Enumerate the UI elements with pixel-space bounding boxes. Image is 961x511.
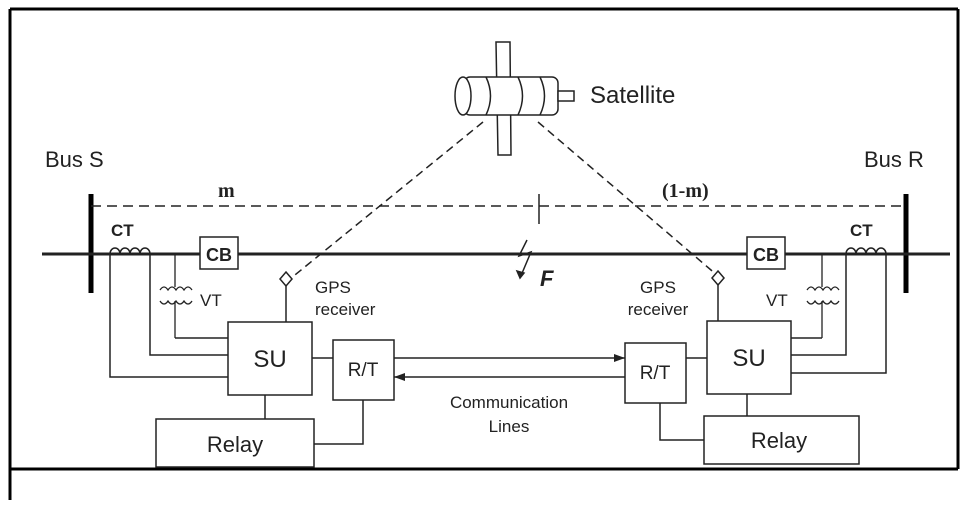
vt-left-label: VT <box>200 291 222 310</box>
rt-left-label: R/T <box>348 360 379 381</box>
communication-lines <box>394 357 625 378</box>
satellite-label: Satellite <box>590 82 675 109</box>
fault-marker-icon <box>515 194 540 280</box>
rt-right-box <box>624 342 687 404</box>
gps-signal-lines <box>289 121 719 280</box>
comm-arrow-right-icon <box>614 354 625 362</box>
su-left-box <box>227 321 313 396</box>
su-left-label: SU <box>253 346 286 373</box>
fault-label: F <box>540 266 554 291</box>
satellite-icon <box>454 41 575 156</box>
rt-left-box <box>332 339 395 401</box>
rt-relay-left-link <box>314 400 364 445</box>
gps-receiver-left-icon <box>279 270 293 322</box>
ct-left-coil-icon <box>109 247 151 255</box>
cb-left-box <box>199 236 239 270</box>
relay-right-box <box>703 415 860 465</box>
segment-m-label: m <box>218 180 235 202</box>
vt-right-icon <box>806 254 840 338</box>
ct-right-label: CT <box>850 221 873 240</box>
su-right-box <box>706 320 792 395</box>
su-right-label: SU <box>732 345 765 372</box>
communication-label-line2: Lines <box>489 417 530 436</box>
frame-border <box>8 7 960 500</box>
relay-left-box <box>155 418 315 468</box>
right-ct-wiring <box>746 254 887 416</box>
cb-left-label: CB <box>206 245 232 265</box>
ct-left-label: CT <box>111 221 134 240</box>
relay-left-label: Relay <box>207 432 263 457</box>
communication-label-line1: Communication <box>450 393 568 412</box>
bus-r-label: Bus R <box>864 147 924 172</box>
gps-right-label-line1: GPS <box>640 278 676 297</box>
cb-right-box <box>746 236 786 270</box>
rt-relay-right-link <box>659 403 704 441</box>
relay-right-label: Relay <box>751 428 807 453</box>
gps-receiver-right-icon <box>711 269 725 321</box>
left-ct-wiring <box>109 254 266 419</box>
rt-right-label: R/T <box>640 363 671 384</box>
vt-left-icon <box>159 254 193 338</box>
ct-right-coil-icon <box>845 247 887 255</box>
gps-left-label-line2: receiver <box>315 300 376 319</box>
segment-1-m-label: (1-m) <box>662 180 709 202</box>
bus-s-label: Bus S <box>45 147 104 172</box>
gps-right-label-line2: receiver <box>628 300 689 319</box>
comm-arrow-left-icon <box>394 373 405 381</box>
gps-left-label-line1: GPS <box>315 278 351 297</box>
vt-right-label: VT <box>766 291 788 310</box>
cb-right-label: CB <box>753 245 779 265</box>
